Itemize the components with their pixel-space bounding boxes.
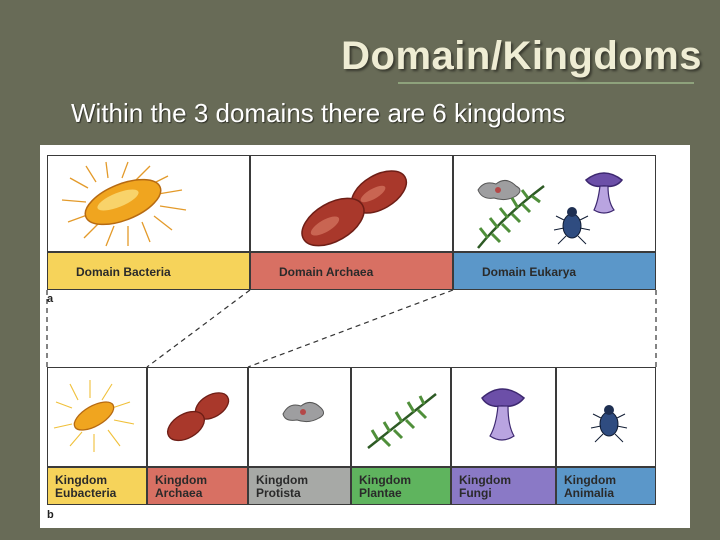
kingdom-word: Kingdom xyxy=(564,473,616,487)
kingdom-name: Eubacteria xyxy=(55,486,117,500)
domain-kingdom-figure: Domain Bacteria Domain Archaea Domain Eu… xyxy=(40,145,690,528)
domain-archaea-picture xyxy=(250,155,453,252)
kingdom-name: Archaea xyxy=(155,486,203,500)
protist-icon xyxy=(477,180,521,201)
kingdom-word: Kingdom xyxy=(256,473,308,487)
kingdom-eubacteria-picture xyxy=(47,367,147,467)
mushroom-icon xyxy=(481,388,526,441)
kingdom-fungi-label: Kingdom Fungi xyxy=(451,467,556,505)
bacterium-icon xyxy=(53,380,135,452)
kingdom-animalia-label: Kingdom Animalia xyxy=(556,467,656,505)
kingdom-protista-label: Kingdom Protista xyxy=(248,467,351,505)
fern-icon xyxy=(367,393,437,449)
kingdom-plantae-picture xyxy=(351,367,451,467)
panel-label-a: a xyxy=(47,293,54,305)
domain-eukarya-picture xyxy=(453,155,656,252)
protist-icon xyxy=(282,402,325,423)
connector-lines xyxy=(46,289,657,368)
slide-subtitle: Within the 3 domains there are 6 kingdom… xyxy=(71,98,566,128)
kingdom-animalia-picture xyxy=(556,367,656,467)
panel-label-b: b xyxy=(47,509,54,521)
kingdom-name: Protista xyxy=(256,486,301,500)
kingdom-word: Kingdom xyxy=(459,473,511,487)
kingdom-word: Kingdom xyxy=(55,473,107,487)
domain-archaea-label: Domain Archaea xyxy=(250,252,453,290)
beetle-icon xyxy=(590,405,628,443)
mushroom-icon xyxy=(584,172,624,214)
archaea-icon xyxy=(301,170,408,247)
kingdom-word: Kingdom xyxy=(155,473,207,487)
kingdom-name: Fungi xyxy=(459,486,492,500)
kingdom-archaea-label: Kingdom Archaea xyxy=(147,467,248,505)
archaea-icon xyxy=(167,392,230,442)
kingdom-protista-picture xyxy=(248,367,351,467)
kingdom-eubacteria-label: Kingdom Eubacteria xyxy=(47,467,147,505)
kingdom-archaea-picture xyxy=(147,367,248,467)
title-underline xyxy=(398,82,694,84)
domain-bacteria-picture xyxy=(47,155,250,252)
kingdom-name: Animalia xyxy=(564,486,615,500)
kingdom-word: Kingdom xyxy=(359,473,411,487)
kingdom-fungi-picture xyxy=(451,367,556,467)
bacterium-icon xyxy=(61,161,187,247)
beetle-icon xyxy=(553,207,591,245)
domain-eukarya-label: Domain Eukarya xyxy=(453,252,656,290)
kingdom-plantae-label: Kingdom Plantae xyxy=(351,467,451,505)
fern-icon xyxy=(477,185,545,249)
kingdom-name: Plantae xyxy=(359,486,402,500)
domain-bacteria-label: Domain Bacteria xyxy=(47,252,250,290)
slide-title: Domain/Kingdoms xyxy=(341,34,702,78)
